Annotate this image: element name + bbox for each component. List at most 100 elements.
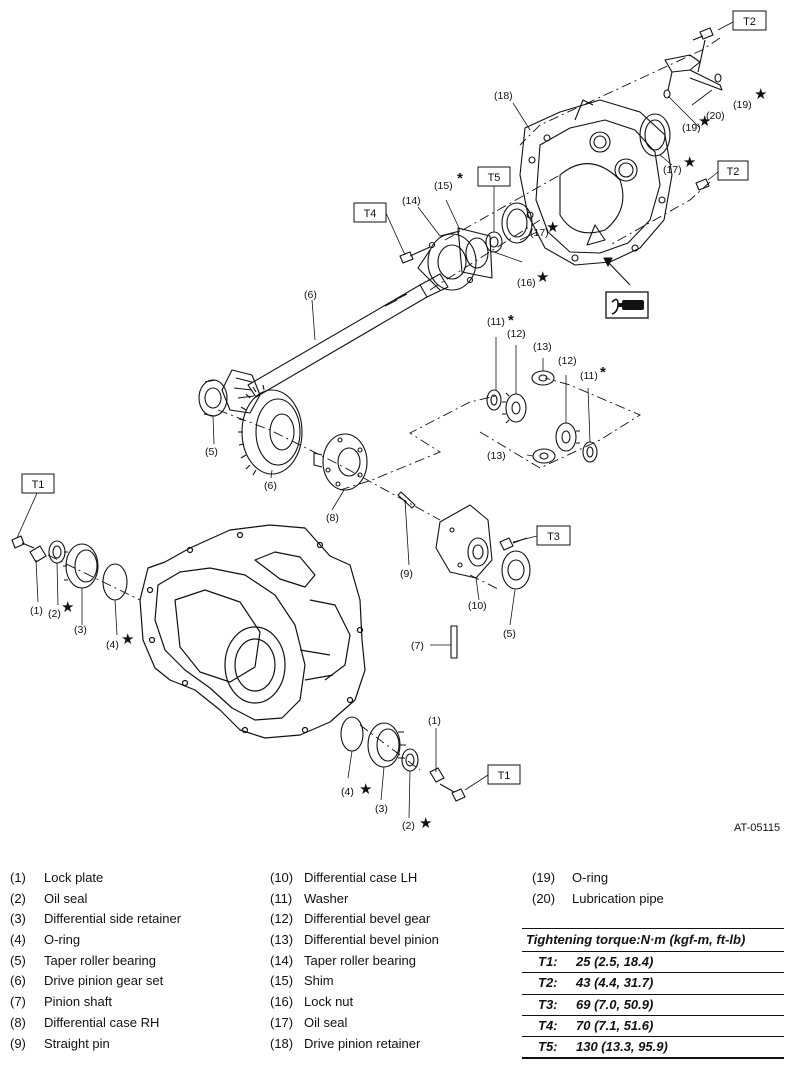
torque-value: 70 (7.1, 51.6) — [576, 1017, 654, 1033]
oil-seal-17a — [501, 202, 533, 244]
svg-text:T1: T1 — [498, 770, 511, 782]
legend-item-number: (17) — [270, 1014, 294, 1030]
torque-tag-t2-top: T2 — [717, 10, 767, 31]
callout-19b: (19) — [682, 122, 701, 134]
torque-table-rows: T1:25 (2.5, 18.4)T2:43 (4.4, 31.7)T3:69 … — [522, 952, 784, 1060]
legend-item-number: (8) — [10, 1014, 26, 1030]
legend-item-name: Lock plate — [44, 870, 104, 885]
callout-18: (18) — [494, 90, 513, 102]
figure-id: AT-05115 — [734, 822, 780, 834]
torque-table-title: Tightening torque:N·m (kgf-m, ft-lb) — [522, 928, 784, 952]
legend-item-number: (10) — [270, 870, 294, 885]
callout-3b: (3) — [375, 803, 388, 815]
torque-tag-t1-left: T1 — [16, 473, 55, 539]
torque-value: 25 (2.5, 18.4) — [576, 954, 654, 969]
callout-17b: (17) — [663, 164, 682, 176]
torque-tag-t4: T4 — [353, 202, 406, 256]
callout-20: (20) — [706, 110, 725, 122]
bolt-t2-top — [692, 27, 714, 41]
callout-5a: (5) — [205, 446, 218, 458]
bolt-t1-left — [11, 535, 35, 549]
torque-value: 69 (7.0, 50.9) — [576, 996, 654, 1012]
legend-item-name: O-ring — [44, 932, 81, 948]
legend-item: (14)Taper roller bearing — [270, 951, 439, 972]
torque-key: T3: — [538, 996, 558, 1012]
taper-roller-bearing-14 — [417, 230, 477, 291]
assembly-lines — [47, 37, 721, 771]
torque-row: T5:130 (13.3, 95.9) — [522, 1037, 784, 1060]
svg-text:T2: T2 — [743, 16, 756, 28]
legend-item-name: Oil seal — [304, 1014, 348, 1030]
pinion-shaft — [450, 625, 458, 659]
taper-roller-bearing-5a — [198, 379, 228, 417]
legend-item: (11)Washer — [270, 889, 439, 910]
star-19a: ★ — [754, 86, 767, 103]
legend-item: (8)Differential case RH — [10, 1013, 181, 1034]
legend-item: (12) Differential bevel gear — [270, 909, 439, 930]
legend-item: (16)Lock nut — [270, 992, 439, 1013]
star-4b: ★ — [359, 781, 372, 798]
legend-item-name: Lock nut — [304, 994, 354, 1010]
star-16: ★ — [536, 269, 549, 286]
callout-12a: (12) — [507, 328, 526, 340]
legend-item-number: (13) — [270, 932, 294, 948]
legend-item-name: Shim — [304, 973, 334, 989]
legend-item-number: (12) — [270, 911, 294, 927]
legend-item: (5)Taper roller bearing — [10, 951, 181, 972]
legend-item: (6)Drive pinion gear set — [10, 971, 181, 992]
bolt-t4 — [399, 246, 431, 264]
callouts: (18) (19) (20) (19) (17) (15) (14) (17) … — [30, 90, 752, 832]
callout-13b: (13) — [487, 450, 506, 462]
callout-19a: (19) — [733, 99, 752, 111]
legend-item-name: Lubrication pipe — [572, 890, 664, 906]
callout-12b: (12) — [558, 355, 577, 367]
torque-tag-t5: T5 — [477, 166, 511, 232]
torque-row: T3: 69 (7.0, 50.9) — [522, 995, 784, 1016]
callout-11b: (11) — [580, 370, 598, 382]
differential-case-lh — [435, 504, 493, 579]
liquid-gasket-icon — [605, 291, 649, 319]
legend-item: (2)Oil seal — [10, 889, 181, 910]
svg-text:T1: T1 — [32, 479, 45, 491]
legend-item: (7) Pinion shaft — [10, 992, 181, 1013]
bevel-gear-12b — [555, 422, 580, 452]
legend-item-name: Drive pinion retainer — [304, 1035, 421, 1051]
torque-key: T4: — [538, 1017, 558, 1033]
bolt-t1-right — [439, 783, 466, 802]
oil-seal-17b — [639, 113, 671, 157]
legend-item-number: (11) — [270, 890, 293, 906]
asterisk-15: * — [457, 170, 463, 187]
legend-item: (9) Straight pin — [10, 1034, 181, 1055]
oil-seal-2b — [401, 748, 419, 772]
legend-item-number: (9) — [10, 1035, 26, 1051]
legend-column-1: (1)Lock plate(2)Oil seal(3)Differential … — [10, 868, 181, 1054]
straight-pin — [397, 491, 416, 509]
bevel-gear-12a — [502, 392, 527, 424]
torque-value: 43 (4.4, 31.7) — [576, 975, 654, 991]
legend-item-name: Pinion shaft — [44, 994, 112, 1010]
legend-item: (4)O-ring — [10, 930, 181, 951]
legend-item-number: (7) — [10, 994, 26, 1010]
callout-15: (15) — [434, 180, 453, 192]
callout-11a: (11) — [487, 316, 505, 328]
legend-item-name: Straight pin — [44, 1035, 110, 1051]
exploded-view-diagram: T2 T2 T5 T4 T1 T3 T1 (18) (19) — [11, 10, 780, 834]
callout-8: (8) — [326, 512, 339, 524]
callout-2a: (2) — [48, 608, 61, 620]
bevel-pinion-13b — [532, 448, 556, 464]
callout-5b: (5) — [503, 628, 516, 640]
lock-plate-1b — [429, 767, 445, 783]
callout-4a: (4) — [106, 639, 119, 651]
legend-item: (17) Oil seal — [270, 1013, 439, 1034]
callout-6a: (6) — [304, 289, 317, 301]
callout-6b: (6) — [264, 480, 277, 492]
legend-item-number: (18) — [270, 1035, 294, 1051]
leader-lines — [35, 89, 713, 819]
torque-key: T5: — [538, 1039, 558, 1055]
star-2a: ★ — [61, 599, 74, 616]
legend-item-name: Differential bevel gear — [304, 911, 431, 927]
asterisk-11b: * — [600, 364, 606, 381]
legend-item-number: (3) — [10, 911, 26, 927]
legend-item-number: (6) — [10, 973, 26, 989]
torque-tag-t1-right: T1 — [464, 764, 521, 791]
